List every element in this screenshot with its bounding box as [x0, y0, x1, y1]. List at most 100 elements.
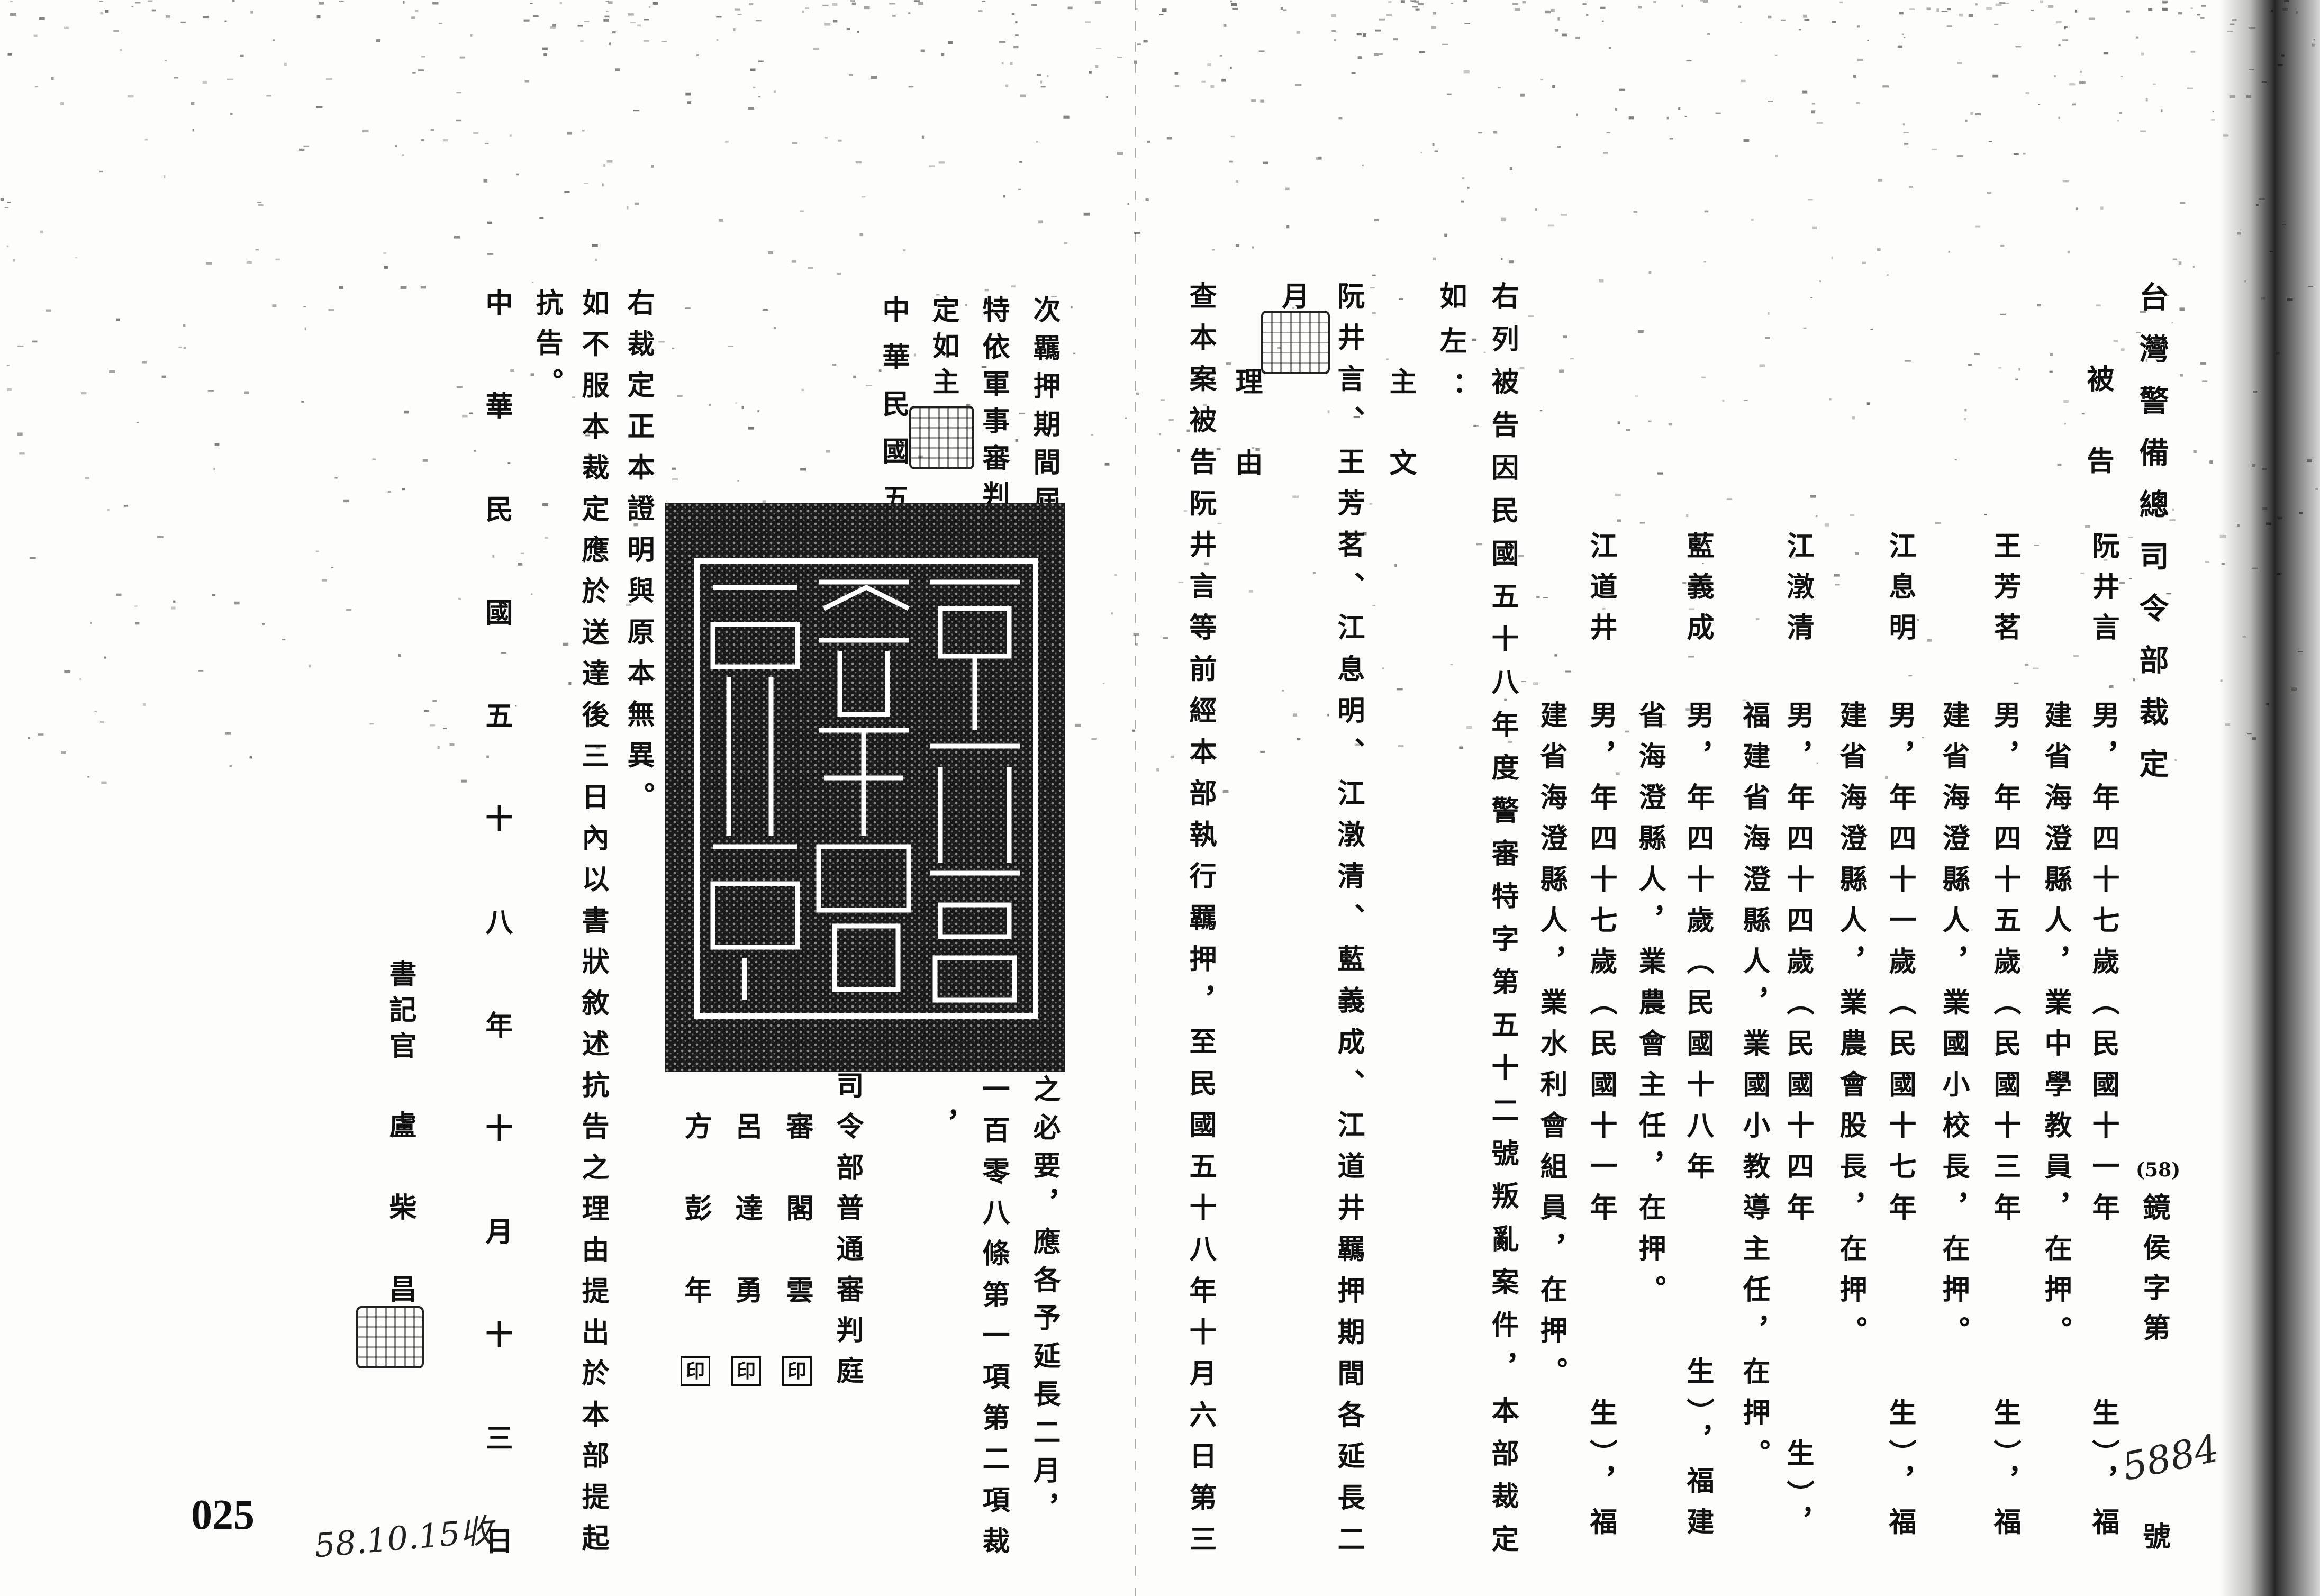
noise-speck	[1397, 688, 1403, 691]
noise-speck	[2140, 130, 2146, 132]
noise-speck	[1292, 713, 1297, 717]
noise-speck	[1170, 755, 1174, 758]
noise-speck	[226, 78, 233, 80]
noise-speck	[1216, 447, 1221, 450]
noise-speck	[2136, 332, 2141, 333]
noise-speck	[1964, 418, 1966, 421]
noise-speck	[1356, 33, 1362, 36]
noise-speck	[2037, 304, 2041, 307]
noise-speck	[1548, 224, 1554, 227]
noise-speck	[1932, 148, 1937, 150]
intro-text-end: 如左：	[1435, 282, 1467, 416]
noise-speck	[1999, 2, 2006, 4]
noise-speck	[2117, 120, 2119, 122]
noise-speck	[1619, 88, 1625, 91]
noise-speck	[2015, 378, 2018, 381]
noise-speck	[801, 388, 805, 392]
noise-speck	[1522, 1, 1526, 4]
noise-speck	[2023, 152, 2026, 155]
noise-speck	[1114, 574, 1117, 576]
noise-speck	[2064, 26, 2066, 30]
noise-speck	[687, 101, 692, 104]
noise-speck	[559, 2, 562, 5]
noise-speck	[1210, 85, 1215, 88]
noise-speck	[28, 737, 30, 739]
noise-speck	[1810, 495, 1816, 498]
noise-speck	[2058, 116, 2060, 120]
judge-seal: 印	[782, 1356, 812, 1386]
noise-speck	[661, 41, 667, 43]
noise-speck	[1019, 161, 1022, 163]
noise-speck	[19, 452, 25, 455]
noise-speck	[1970, 112, 1973, 115]
noise-speck	[696, 54, 699, 56]
noise-speck	[2073, 655, 2079, 657]
noise-speck	[1318, 156, 1321, 160]
noise-speck	[1926, 639, 1932, 642]
noise-speck	[1509, 260, 1514, 264]
noise-speck	[1005, 84, 1009, 87]
defendant-name: 江道井	[1585, 531, 1617, 654]
noise-speck	[2205, 561, 2209, 563]
noise-speck	[38, 733, 44, 736]
noise-speck	[2211, 119, 2215, 121]
noise-speck	[1565, 670, 1571, 673]
noise-speck	[1085, 21, 1091, 23]
clerk-title: 書記官	[384, 959, 416, 1067]
noise-speck	[2179, 307, 2185, 311]
noise-speck	[749, 3, 754, 6]
noise-speck	[1015, 21, 1018, 24]
defendant-name: 江息明	[1884, 531, 1916, 654]
noise-speck	[644, 19, 649, 21]
noise-speck	[142, 361, 147, 364]
noise-speck	[191, 102, 195, 105]
judge-name: 審閣雲	[781, 1112, 813, 1358]
noise-speck	[461, 779, 467, 783]
noise-speck	[454, 236, 460, 239]
noise-speck	[1811, 102, 1815, 105]
noise-speck	[99, 170, 103, 173]
defendant-details: 建省海澄縣人，業國小校長，在押。	[1937, 701, 1970, 1357]
noise-speck	[255, 249, 259, 251]
noise-speck	[94, 711, 97, 712]
noise-speck	[1922, 737, 1924, 738]
case-number-suffix: 號	[2138, 1522, 2170, 1554]
noise-speck	[1230, 0, 1232, 3]
noise-speck	[1681, 4, 1683, 8]
noise-speck	[17, 432, 23, 436]
noise-speck	[543, 53, 547, 56]
noise-speck	[2103, 559, 2108, 561]
reason-text: 特依軍事審判	[977, 295, 1010, 518]
noise-speck	[166, 15, 170, 18]
noise-speck	[100, 12, 104, 15]
noise-speck	[857, 31, 859, 33]
noise-speck	[1136, 392, 1139, 395]
noise-speck	[918, 455, 923, 458]
noise-speck	[1159, 433, 1161, 436]
noise-speck	[1625, 730, 1629, 733]
noise-speck	[1901, 33, 1905, 35]
defendant-details: 男，年四十歲（民國十八年	[1682, 701, 1714, 1193]
noise-speck	[584, 183, 589, 184]
judge-name: 呂達勇	[730, 1112, 763, 1358]
noise-speck	[1563, 335, 1567, 339]
noise-speck	[1633, 211, 1637, 213]
noise-speck	[850, 0, 855, 2]
noise-speck	[1212, 376, 1215, 380]
noise-speck	[105, 10, 109, 13]
noise-speck	[755, 20, 762, 22]
noise-speck	[331, 567, 334, 568]
noise-speck	[116, 593, 122, 596]
noise-speck	[1414, 0, 1419, 3]
noise-speck	[2193, 450, 2197, 453]
noise-speck	[1334, 39, 1336, 41]
noise-speck	[677, 394, 683, 397]
noise-speck	[1156, 768, 1159, 772]
noise-speck	[626, 206, 629, 210]
noise-speck	[432, 2, 439, 5]
noise-speck	[2032, 667, 2039, 669]
noise-speck	[343, 499, 350, 503]
noise-speck	[1434, 150, 1438, 152]
noise-speck	[1178, 582, 1184, 583]
noise-speck	[1576, 113, 1578, 116]
